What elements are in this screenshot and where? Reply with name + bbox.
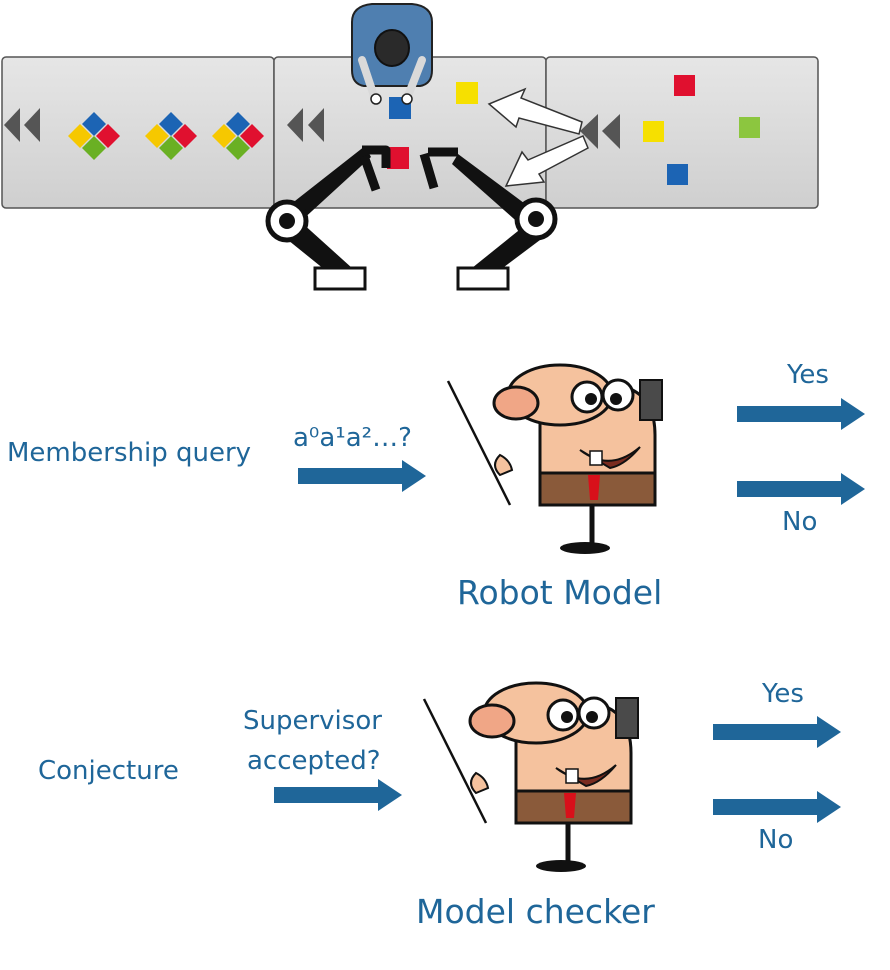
motion-arrow-upper	[487, 87, 583, 135]
membership-query-label: Membership query	[7, 438, 252, 468]
conveyor-scene	[1, 3, 819, 291]
robot-arm-right	[419, 147, 558, 291]
conjecture-arrow	[274, 779, 402, 811]
part-yellow-moving	[456, 82, 478, 104]
supervisor-question-line2: accepted?	[247, 746, 381, 776]
conveyor-segment-left	[1, 56, 275, 209]
teacher-icon-robot-model	[446, 363, 663, 554]
model-checker-no-label: No	[758, 825, 794, 855]
conjecture-label: Conjecture	[38, 756, 179, 786]
part-blue	[667, 164, 688, 185]
rewind-icon-left	[4, 108, 40, 142]
teacher-icon-model-checker	[422, 681, 639, 872]
model-checker-label: Model checker	[416, 892, 655, 931]
product-icon-3	[212, 112, 264, 160]
query-arrow	[298, 460, 426, 492]
robot-model-no-arrow	[737, 473, 865, 505]
robot-model-no-label: No	[782, 507, 818, 537]
rewind-icon-middle	[287, 108, 324, 142]
rewind-icon-right	[580, 114, 620, 149]
model-checker-yes-arrow	[713, 716, 841, 748]
product-icon-1	[68, 112, 120, 160]
part-green	[739, 117, 760, 138]
robot-model-yes-arrow	[737, 398, 865, 430]
operator-icon	[351, 3, 433, 105]
motion-arrow-lower	[504, 135, 589, 187]
model-checker-yes-label: Yes	[762, 679, 804, 709]
part-red-gripped	[387, 147, 409, 169]
robot-arm-left	[265, 145, 391, 291]
model-checker-no-arrow	[713, 791, 841, 823]
part-yellow	[643, 121, 664, 142]
query-word-label: a⁰a¹a²…?	[293, 423, 412, 453]
robot-model-yes-label: Yes	[787, 360, 829, 390]
part-red	[674, 75, 695, 96]
product-icon-2	[145, 112, 197, 160]
conveyor-segment-right	[545, 56, 819, 209]
robot-model-label: Robot Model	[457, 573, 663, 612]
supervisor-question-line1: Supervisor	[243, 706, 382, 736]
